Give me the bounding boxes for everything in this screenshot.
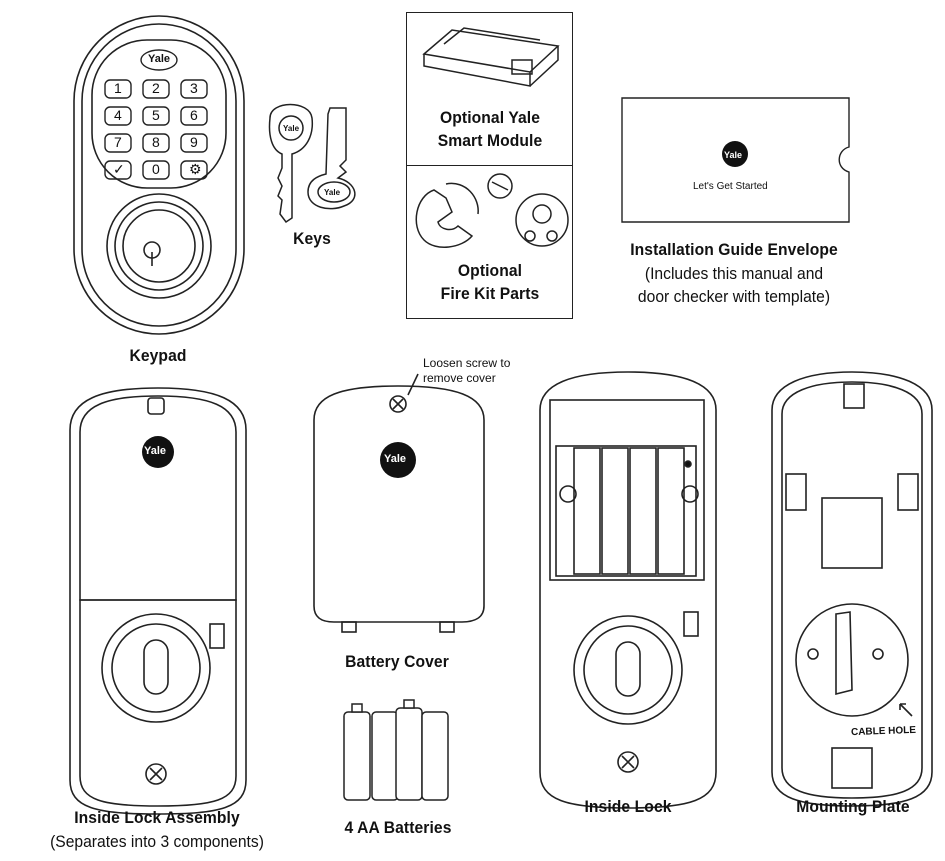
keypad-key-check: ✓ bbox=[113, 161, 125, 177]
keypad-logo-icon bbox=[140, 49, 178, 71]
keypad-key-9: 9 bbox=[190, 134, 198, 150]
battery-cover-note-line2: remove cover bbox=[423, 371, 496, 385]
battery-cover-logo-icon bbox=[380, 442, 416, 478]
key-stamp-1: Yale bbox=[283, 124, 300, 133]
smart-module-caption-line2: Smart Module bbox=[437, 131, 543, 150]
envelope-sub-line2: door checker with template) bbox=[637, 287, 831, 306]
keypad-key-0: 0 bbox=[152, 161, 160, 177]
cable-hole-label: CABLE HOLE bbox=[850, 724, 917, 739]
keypad-key-3: 3 bbox=[190, 80, 198, 96]
fire-kit-caption-line2: Fire Kit Parts bbox=[440, 284, 540, 303]
assembly-logo-icon bbox=[142, 436, 174, 468]
keypad-key-gear: ⚙ bbox=[189, 161, 202, 177]
assembly-logo-text: Yale bbox=[144, 445, 167, 457]
inside-lock-assembly-sub: (Separates into 3 components) bbox=[50, 832, 264, 851]
keypad-logo-text: Yale bbox=[148, 53, 171, 65]
fire-kit-caption-line1: Optional bbox=[457, 261, 523, 280]
envelope-logo-text: Yale bbox=[724, 150, 743, 160]
keypad-key-1: 1 bbox=[114, 80, 122, 96]
envelope-text: Let's Get Started bbox=[693, 181, 768, 192]
mounting-plate-caption: Mounting Plate bbox=[796, 797, 910, 816]
fire-kit-box bbox=[406, 165, 573, 319]
battery-cover-note-line1: Loosen screw to bbox=[423, 356, 511, 370]
envelope-sub-line1: (Includes this manual and bbox=[644, 264, 824, 283]
keypad-caption: Keypad bbox=[129, 346, 187, 365]
battery-cover-caption: Battery Cover bbox=[345, 652, 449, 671]
keys-caption: Keys bbox=[293, 229, 331, 248]
batteries-caption: 4 AA Batteries bbox=[344, 818, 452, 837]
inside-lock-caption: Inside Lock bbox=[584, 797, 672, 816]
key-stamp-2: Yale bbox=[324, 188, 341, 197]
keypad-key-6: 6 bbox=[190, 107, 198, 123]
envelope-logo-icon bbox=[722, 141, 748, 167]
smart-module-caption-line1: Optional Yale bbox=[440, 108, 540, 127]
keypad-key-4: 4 bbox=[114, 107, 122, 123]
keypad-key-2: 2 bbox=[152, 80, 160, 96]
keypad-key-8: 8 bbox=[152, 134, 160, 150]
keypad-key-5: 5 bbox=[152, 107, 160, 123]
keypad-key-7: 7 bbox=[114, 134, 122, 150]
battery-cover-logo-text: Yale bbox=[384, 453, 407, 465]
inside-lock-assembly-caption: Inside Lock Assembly bbox=[74, 808, 240, 827]
envelope-caption: Installation Guide Envelope bbox=[630, 240, 838, 259]
